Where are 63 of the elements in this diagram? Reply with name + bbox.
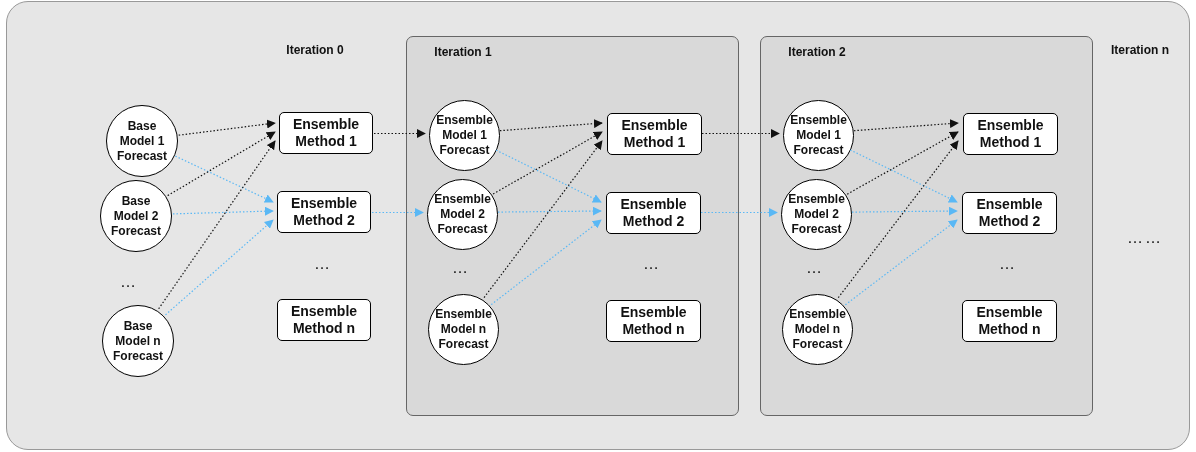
ellipsis: … <box>806 259 824 277</box>
method-box <box>606 300 701 342</box>
dotted-arrow <box>495 149 602 203</box>
method-box <box>962 300 1057 342</box>
dotted-arrow <box>172 206 274 216</box>
method-label: Ensemble Method 1 <box>620 117 689 151</box>
dotted-arrow <box>492 131 603 195</box>
ellipsis: … <box>314 255 332 273</box>
dotted-arrow <box>167 131 276 197</box>
method-label: Ensemble Method 1 <box>976 117 1045 151</box>
forecast-label: Ensemble Model 1 Forecast <box>789 113 848 158</box>
method-box <box>279 112 373 154</box>
method-label: Ensemble Method 2 <box>289 195 359 229</box>
forecast-label: Ensemble Model 2 Forecast <box>433 192 492 237</box>
method-box <box>277 299 371 341</box>
dotted-arrow <box>846 131 959 195</box>
dotted-arrow <box>178 119 276 136</box>
method-box <box>607 113 702 155</box>
forecast-label: Base Model 1 Forecast <box>116 118 168 164</box>
method-label: Ensemble Method n <box>975 304 1044 338</box>
outer-panel <box>6 1 1190 450</box>
method-box <box>962 192 1057 234</box>
dotted-arrow <box>174 155 274 203</box>
dotted-arrow <box>844 219 958 306</box>
method-label: Ensemble Method 2 <box>975 196 1044 230</box>
dotted-arrow <box>371 208 424 217</box>
forecast-label: Ensemble Model n Forecast <box>788 307 847 352</box>
method-label: Ensemble Method 2 <box>619 196 688 230</box>
iteration-label: Iteration n <box>1111 43 1169 57</box>
method-box <box>606 192 701 234</box>
iteration-panel <box>406 36 739 416</box>
dotted-arrow <box>483 140 603 299</box>
dotted-arrow <box>499 119 603 132</box>
ellipsis: … <box>120 273 138 291</box>
iteration-panel <box>760 36 1093 416</box>
dotted-arrow <box>853 119 959 132</box>
dotted-arrow <box>158 140 276 310</box>
dotted-arrow <box>837 140 959 299</box>
ellipsis: … <box>452 259 470 277</box>
method-box <box>277 191 371 233</box>
forecast-label: Ensemble Model n Forecast <box>434 307 493 352</box>
method-label: Ensemble Method 1 <box>291 116 361 150</box>
dotted-arrow <box>700 208 778 217</box>
iteration-label: Iteration 0 <box>286 43 344 57</box>
ellipsis: …… <box>1127 229 1163 247</box>
dotted-arrow <box>701 129 780 138</box>
method-label: Ensemble Method n <box>289 303 359 337</box>
dotted-arrow <box>164 219 274 316</box>
ellipsis: … <box>643 255 661 273</box>
dotted-arrow <box>373 129 426 138</box>
dotted-arrow <box>849 149 958 203</box>
forecast-label: Ensemble Model 1 Forecast <box>435 113 494 158</box>
method-label: Ensemble Method n <box>619 304 688 338</box>
ellipsis: … <box>999 255 1017 273</box>
method-box <box>963 113 1058 155</box>
forecast-label: Base Model 2 Forecast <box>110 193 162 239</box>
dotted-arrow <box>851 206 958 216</box>
forecast-label: Ensemble Model 2 Forecast <box>787 192 846 237</box>
forecast-label: Base Model n Forecast <box>112 318 164 364</box>
iteration-heading: Iteration 1 <box>434 45 492 59</box>
dotted-arrow <box>490 219 602 306</box>
dotted-arrow <box>497 206 602 216</box>
iteration-heading: Iteration 2 <box>788 45 846 59</box>
